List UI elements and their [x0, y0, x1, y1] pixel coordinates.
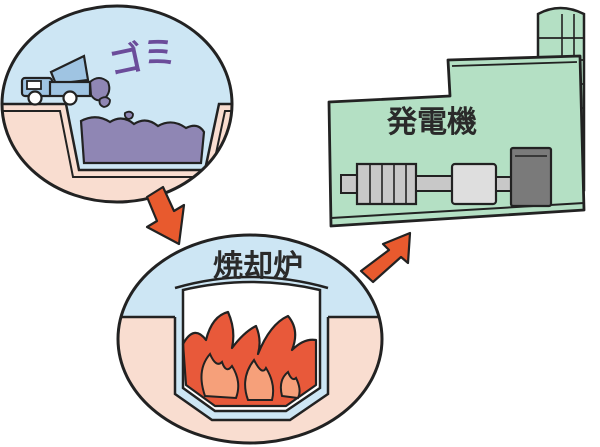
- garbage-bubble-outline: [0, 4, 234, 204]
- power-plant-stage: 発電機: [327, 6, 586, 228]
- turbine-icon: [340, 146, 553, 208]
- garbage-pile: [79, 116, 206, 165]
- incinerator-bubble-outline: [116, 233, 384, 445]
- generator-label: 発電機: [386, 105, 477, 140]
- incinerator-label: 焼却炉: [213, 249, 303, 284]
- garbage-chunk: [88, 77, 111, 102]
- arrow-to-generator: [359, 231, 412, 284]
- incinerator-stage: 焼却炉: [116, 233, 384, 445]
- dump-truck-icon: [20, 54, 92, 106]
- garbage-stage: ゴミ: [0, 4, 234, 204]
- arrow-to-incinerator: [145, 185, 186, 246]
